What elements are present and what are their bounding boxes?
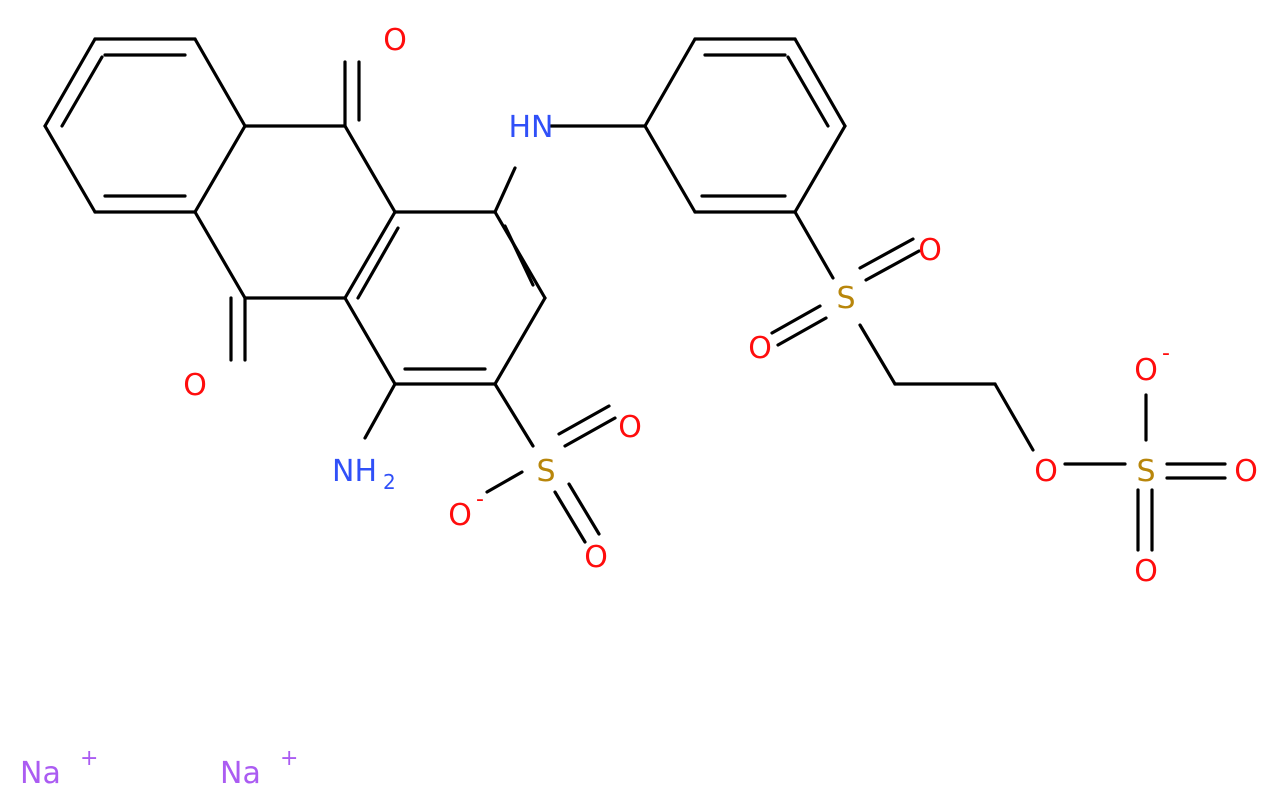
sulfate-oxygen-anion: O xyxy=(1134,353,1158,388)
bond-line xyxy=(193,37,247,128)
sulfonate-oxygen-2: O xyxy=(584,540,608,575)
bond-line xyxy=(776,316,828,347)
bond-line xyxy=(567,482,601,536)
sulfate-sulfur: S xyxy=(1136,454,1155,489)
bond-line xyxy=(193,124,247,214)
bond-line xyxy=(643,124,697,214)
ketone-oxygen-top: O xyxy=(383,23,407,58)
bond-line xyxy=(864,249,921,282)
sodium-ion-1-charge: + xyxy=(80,746,98,771)
bond-line xyxy=(793,210,835,280)
ester-oxygen: O xyxy=(1034,454,1058,489)
bond-line xyxy=(793,37,847,128)
bond-line xyxy=(553,490,587,544)
sodium-ion-2-charge: + xyxy=(280,746,298,771)
bond-line xyxy=(793,124,847,214)
sulfate-oxygen-2: O xyxy=(1134,554,1158,589)
bond-line xyxy=(193,210,247,300)
ketone-oxygen-bottom: O xyxy=(183,368,207,403)
bond-line xyxy=(557,404,611,436)
sulfonate-negative-charge: - xyxy=(476,487,484,512)
bond-line xyxy=(503,224,535,287)
amino-group-label: NH xyxy=(332,454,377,489)
bond-line xyxy=(993,382,1035,452)
sulfonyl-oxygen-2: O xyxy=(748,331,772,366)
bond-line xyxy=(858,237,915,270)
sulfonate-oxygen-anion: O xyxy=(448,498,472,533)
sodium-ion-2: Na xyxy=(220,756,261,791)
amino-h-count: 2 xyxy=(383,470,396,494)
bond-line xyxy=(493,382,535,448)
bond-line xyxy=(643,37,697,128)
bond-line xyxy=(563,416,617,448)
bond-line xyxy=(493,296,547,386)
bond-line xyxy=(363,382,397,440)
bond-line xyxy=(43,124,97,214)
bond-line xyxy=(770,304,822,335)
amine-nh-label: HN xyxy=(509,110,554,145)
sulfonate-sulfur: S xyxy=(536,454,555,489)
bond-line xyxy=(343,210,397,300)
bond-line xyxy=(60,55,104,128)
bond-line xyxy=(356,226,400,300)
bond-line xyxy=(485,470,524,494)
bond-line xyxy=(493,166,517,214)
sulfonyl-sulfur: S xyxy=(836,281,855,316)
sulfonate-oxygen-1: O xyxy=(618,410,642,445)
bond-layer xyxy=(43,37,1227,552)
sulfonyl-oxygen-1: O xyxy=(918,233,942,268)
bond-line xyxy=(43,37,97,128)
bond-line xyxy=(343,296,397,386)
bond-line xyxy=(858,323,897,386)
sulfate-oxygen-1: O xyxy=(1234,454,1258,489)
sulfate-negative-charge: - xyxy=(1162,341,1170,366)
bond-line xyxy=(343,124,397,214)
sodium-ion-1: Na xyxy=(20,756,61,791)
bond-line xyxy=(786,55,830,128)
